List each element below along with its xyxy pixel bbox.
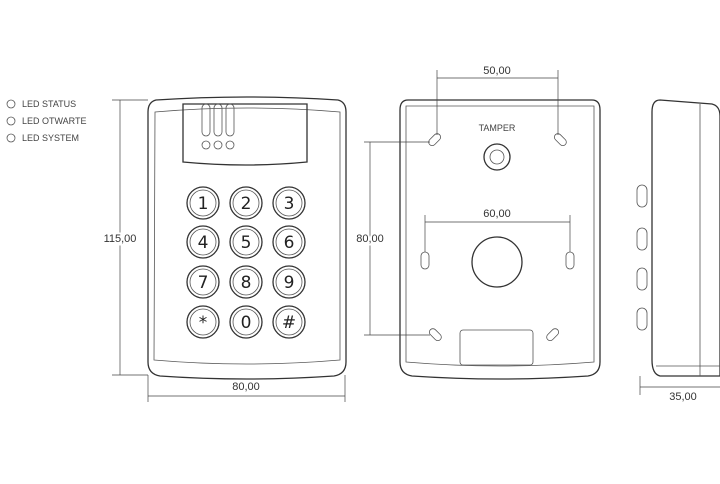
- key-label: 0: [241, 313, 252, 333]
- led-system-icon: [6, 133, 16, 143]
- key-label: 3: [284, 194, 295, 214]
- key-label: 9: [284, 273, 295, 293]
- dimension-width-label: 80,00: [232, 381, 260, 393]
- led-status-icon: [6, 99, 16, 109]
- keypad-key: *: [186, 305, 220, 339]
- keypad-key: #: [272, 305, 306, 339]
- led-indicators: [201, 103, 235, 150]
- key-label: #: [282, 313, 296, 333]
- legend-label: LED STATUS: [22, 99, 76, 109]
- key-label: 5: [241, 233, 252, 253]
- keypad-key: 8: [229, 265, 263, 299]
- front-view: 1 2 3 4 5 6 7 8 9 * 0 #: [147, 96, 347, 380]
- dimension-height-label: 115,00: [104, 233, 137, 245]
- legend-item-led-system: LED SYSTEM: [6, 133, 79, 143]
- led-open-icon: [6, 116, 16, 126]
- legend-label: LED SYSTEM: [22, 133, 79, 143]
- tamper-switch: [483, 143, 511, 171]
- keypad-key: 2: [229, 186, 263, 220]
- keypad-key: 0: [229, 305, 263, 339]
- key-label: 1: [198, 194, 209, 214]
- keypad-key: 6: [272, 225, 306, 259]
- legend-label: LED OTWARTE: [22, 116, 87, 126]
- dimension-label: 80,00: [356, 233, 384, 245]
- legend-item-led-status: LED STATUS: [6, 99, 76, 109]
- key-label: 2: [241, 194, 252, 214]
- legend-item-led-otwarte: LED OTWARTE: [6, 116, 87, 126]
- back-view: TAMPER: [399, 99, 601, 380]
- cable-hole: [471, 236, 523, 288]
- keypad-key: 9: [272, 265, 306, 299]
- key-label: 4: [198, 233, 209, 253]
- dimension-label: 60,00: [483, 208, 511, 220]
- dimension-label: 50,00: [483, 65, 511, 77]
- keypad: 1 2 3 4 5 6 7 8 9 * 0 #: [186, 186, 306, 339]
- keypad-key: 5: [229, 225, 263, 259]
- tamper-label: TAMPER: [479, 123, 516, 133]
- key-label: 6: [284, 233, 295, 253]
- key-label: 7: [198, 273, 209, 293]
- led-window: [182, 103, 308, 166]
- key-label: *: [199, 313, 208, 333]
- keypad-key: 3: [272, 186, 306, 220]
- keypad-key: 4: [186, 225, 220, 259]
- legend: LED STATUS LED OTWARTE LED SYSTEM: [6, 99, 87, 143]
- keypad-key: 7: [186, 265, 220, 299]
- side-view: [636, 99, 720, 377]
- key-label: 8: [241, 273, 252, 293]
- dimension-depth-label: 35,00: [669, 391, 697, 403]
- keypad-key: 1: [186, 186, 220, 220]
